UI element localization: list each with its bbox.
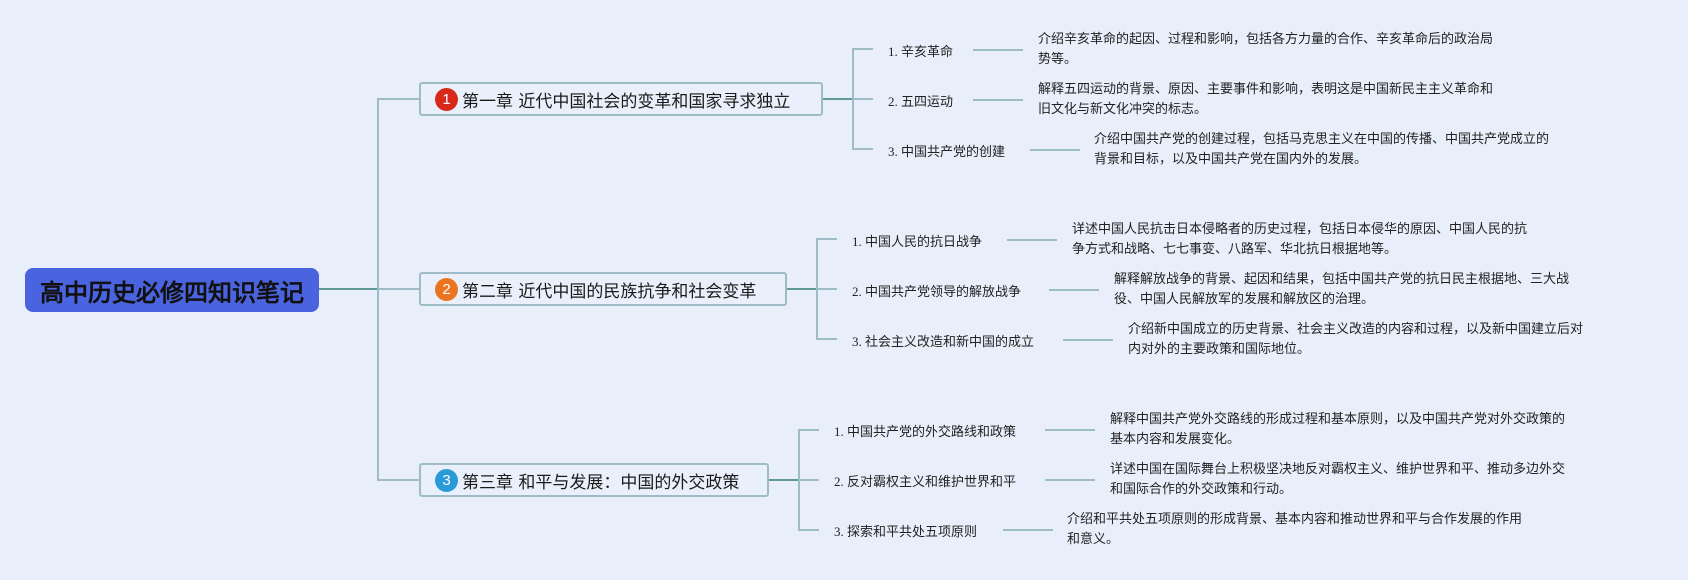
topic-label: 中国共产党领导的解放战争 [865,285,1022,300]
topic-node-2-3[interactable]: 3. 社会主义改造和新中国的成立 [852,331,1034,350]
topic-label: 中国共产党的外交路线和政策 [847,425,1017,440]
number-badge-icon: 2 [435,277,458,301]
desc-line: 势等。 [1038,52,1078,67]
desc-line: 基本内容和发展变化。 [1110,432,1241,447]
number-badge-icon: 3 [435,468,458,492]
topic-node-1-1[interactable]: 1. 辛亥革命 [888,41,953,60]
desc-line: 和国际合作的外交政策和行动。 [1110,482,1293,497]
desc-line: 争方式和战略、七七事变、八路军、华北抗日根据地等。 [1072,242,1398,257]
topic-label: 五四运动 [901,95,954,110]
topic-label: 社会主义改造和新中国的成立 [865,335,1035,350]
topic-node-3-1[interactable]: 1. 中国共产党的外交路线和政策 [834,421,1016,440]
desc-line: 役、中国人民解放军的发展和解放区的治理。 [1114,292,1375,307]
desc-line: 解释五四运动的背景、原因、主要事件和影响，表明这是中国新民主主义革命和 [1038,82,1494,97]
desc-line: 介绍新中国成立的历史背景、社会主义改造的内容和过程，以及新中国建立后对 [1128,322,1584,337]
topic-label: 中国人民的抗日战争 [865,235,983,250]
topic-number: 3. [852,334,862,349]
desc-line: 介绍中国共产党的创建过程，包括马克思主义在中国的传播、中国共产党成立的 [1094,132,1550,147]
topic-label: 反对霸权主义和维护世界和平 [847,475,1017,490]
topic-node-1-3[interactable]: 3. 中国共产党的创建 [888,141,1005,160]
topic-number: 3. [834,524,844,539]
topic-label: 探索和平共处五项原则 [847,525,978,540]
desc-line: 解释解放战争的背景、起因和结果，包括中国共产党的抗日民主根据地、三大战 [1114,272,1570,287]
topic-number: 3. [888,144,898,159]
chapter-node-3[interactable]: 3 第三章 和平与发展：中国的外交政策 [419,463,769,497]
topic-number: 1. [888,44,898,59]
chapter-3-bracket [798,429,819,531]
topic-desc-3-2[interactable]: 详述中国在国际舞台上积极坚决地反对霸权主义、维护世界和平、推动多边外交和国际合作… [1110,460,1650,500]
number-badge-icon: 1 [435,87,458,111]
topic-number: 2. [834,474,844,489]
chapter-node-1[interactable]: 1 第一章 近代中国社会的变革和国家寻求独立 [419,82,823,116]
chapter-1-bracket [852,48,873,150]
topic-desc-2-2[interactable]: 解释解放战争的背景、起因和结果，包括中国共产党的抗日民主根据地、三大战役、中国人… [1114,270,1654,310]
chapter-node-2[interactable]: 2 第二章 近代中国的民族抗争和社会变革 [419,272,787,306]
desc-line: 介绍和平共处五项原则的形成背景、基本内容和推动世界和平与合作发展的作用 [1067,512,1523,527]
desc-line: 详述中国人民抗击日本侵略者的历史过程，包括日本侵华的原因、中国人民的抗 [1072,222,1528,237]
topic-label: 中国共产党的创建 [901,145,1006,160]
topic-number: 1. [852,234,862,249]
topic-desc-2-1[interactable]: 详述中国人民抗击日本侵略者的历史过程，包括日本侵华的原因、中国人民的抗争方式和战… [1072,220,1612,260]
chapter-title: 第一章 近代中国社会的变革和国家寻求独立 [462,91,791,112]
topic-desc-2-3[interactable]: 介绍新中国成立的历史背景、社会主义改造的内容和过程，以及新中国建立后对内对外的主… [1128,320,1668,360]
desc-line: 解释中国共产党外交路线的形成过程和基本原则，以及中国共产党对外交政策的 [1110,412,1566,427]
topic-node-2-1[interactable]: 1. 中国人民的抗日战争 [852,231,982,250]
topic-node-2-2[interactable]: 2. 中国共产党领导的解放战争 [852,281,1021,300]
topic-node-1-2[interactable]: 2. 五四运动 [888,91,953,110]
topic-desc-1-2[interactable]: 解释五四运动的背景、原因、主要事件和影响，表明这是中国新民主主义革命和旧文化与新… [1038,80,1578,120]
desc-line: 详述中国在国际舞台上积极坚决地反对霸权主义、维护世界和平、推动多边外交 [1110,462,1566,477]
topic-desc-3-1[interactable]: 解释中国共产党外交路线的形成过程和基本原则，以及中国共产党对外交政策的基本内容和… [1110,410,1650,450]
topic-node-3-2[interactable]: 2. 反对霸权主义和维护世界和平 [834,471,1016,490]
topic-number: 2. [852,284,862,299]
chapter-2-bracket [816,238,837,340]
topic-number: 1. [834,424,844,439]
topic-desc-1-3[interactable]: 介绍中国共产党的创建过程，包括马克思主义在中国的传播、中国共产党成立的背景和目标… [1094,130,1634,170]
desc-line: 和意义。 [1067,532,1120,547]
topic-desc-3-3[interactable]: 介绍和平共处五项原则的形成背景、基本内容和推动世界和平与合作发展的作用和意义。 [1067,510,1607,550]
desc-line: 介绍辛亥革命的起因、过程和影响，包括各方力量的合作、辛亥革命后的政治局 [1038,32,1494,47]
chapter-title: 第三章 和平与发展：中国的外交政策 [462,472,740,493]
desc-line: 旧文化与新文化冲突的标志。 [1038,102,1208,117]
chapter-title: 第二章 近代中国的民族抗争和社会变革 [462,281,757,302]
topic-node-3-3[interactable]: 3. 探索和平共处五项原则 [834,521,977,540]
topic-desc-1-1[interactable]: 介绍辛亥革命的起因、过程和影响，包括各方力量的合作、辛亥革命后的政治局势等。 [1038,30,1578,70]
topic-number: 2. [888,94,898,109]
desc-line: 背景和目标，以及中国共产党在国内外的发展。 [1094,152,1368,167]
topic-label: 辛亥革命 [901,45,954,60]
root-title: 高中历史必修四知识笔记 [40,278,304,307]
root-node[interactable]: 高中历史必修四知识笔记 [25,268,319,312]
desc-line: 内对外的主要政策和国际地位。 [1128,342,1311,357]
